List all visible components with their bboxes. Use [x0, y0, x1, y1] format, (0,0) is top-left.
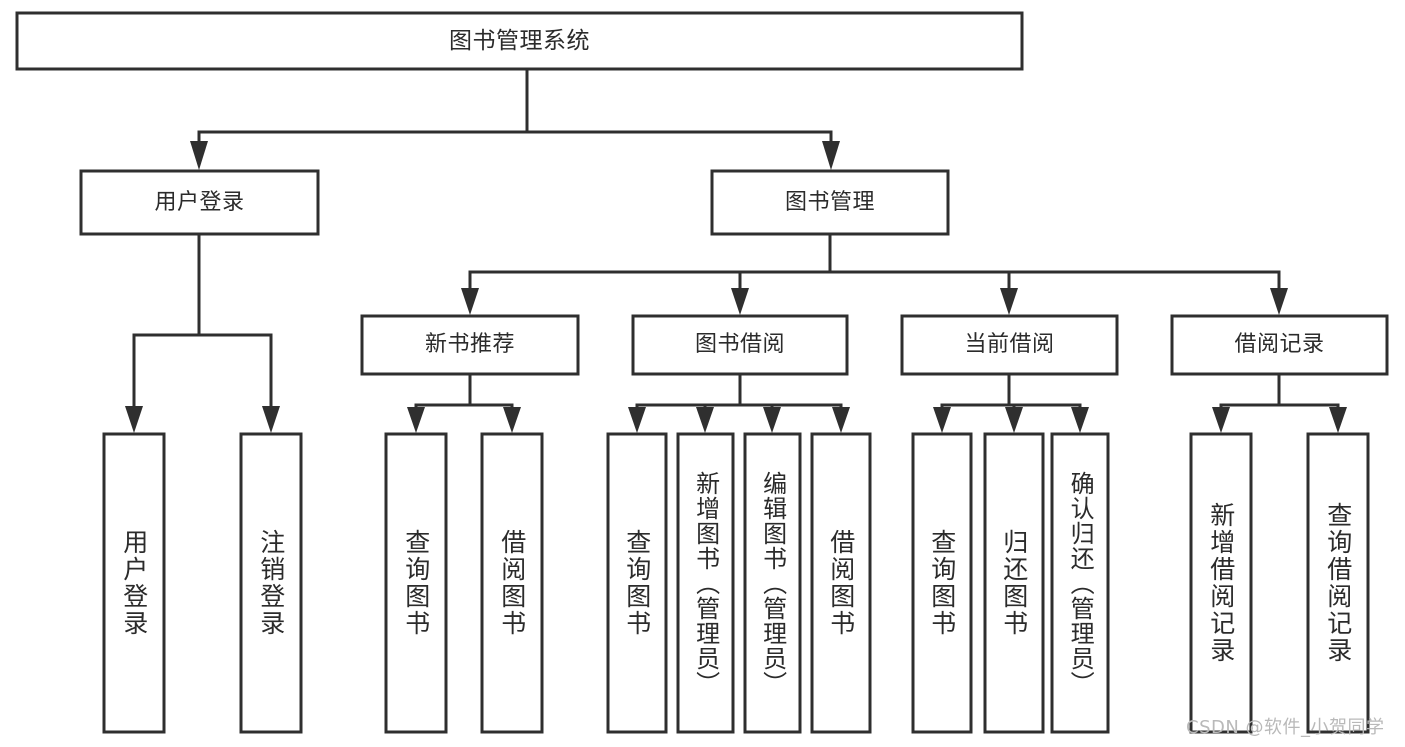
arrow-to-leaf-return-book [1005, 407, 1023, 433]
arrow-to-leaf-user-login [125, 406, 143, 433]
arrow-to-leaf-borrow-book-2 [832, 407, 850, 433]
arrow-to-user-login [190, 141, 208, 170]
arrow-to-new-book-recommend [461, 288, 479, 315]
node-box-book-management[interactable] [710, 169, 950, 236]
node-box-leaf-query-record[interactable] [1306, 432, 1370, 734]
node-box-leaf-borrow-book-2[interactable] [810, 432, 872, 734]
arrow-to-leaf-query-book-3 [933, 407, 951, 433]
node-box-leaf-query-book-3[interactable] [911, 432, 973, 734]
csdn-watermark: CSDN @软件_小贺同学 [1186, 717, 1385, 738]
node-box-leaf-edit-book[interactable] [743, 432, 802, 734]
node-box-leaf-query-book-2[interactable] [606, 432, 668, 734]
node-box-leaf-add-book[interactable] [676, 432, 735, 734]
arrow-to-leaf-user-logout [262, 406, 280, 433]
node-box-leaf-user-login[interactable] [102, 432, 166, 734]
node-box-leaf-confirm-return[interactable] [1050, 432, 1110, 734]
node-box-borrow-record[interactable] [1170, 314, 1389, 376]
node-box-leaf-borrow-book-1[interactable] [480, 432, 544, 734]
arrow-to-leaf-borrow-book-1 [503, 407, 521, 433]
node-box-root[interactable] [15, 11, 1024, 71]
arrow-to-leaf-edit-book [763, 407, 781, 433]
arrow-to-leaf-confirm-return [1071, 407, 1089, 433]
node-box-book-borrow[interactable] [631, 314, 849, 376]
arrow-to-leaf-add-book [696, 407, 714, 433]
arrow-to-leaf-query-record [1329, 407, 1347, 433]
node-box-leaf-query-book-1[interactable] [384, 432, 448, 734]
arrow-to-leaf-query-book-1 [407, 407, 425, 433]
arrow-to-leaf-query-book-2 [628, 407, 646, 433]
node-box-new-book-recommend[interactable] [360, 314, 580, 376]
arrow-to-current-borrow [1000, 288, 1018, 315]
node-box-leaf-return-book[interactable] [983, 432, 1045, 734]
arrow-to-leaf-add-record [1212, 407, 1230, 433]
node-box-leaf-user-logout[interactable] [239, 432, 303, 734]
arrow-to-book-borrow [731, 288, 749, 315]
node-box-current-borrow[interactable] [900, 314, 1119, 376]
arrow-to-book-management [822, 141, 840, 170]
node-box-user-login[interactable] [79, 169, 320, 236]
arrow-to-borrow-record [1270, 288, 1288, 315]
node-box-leaf-add-record[interactable] [1189, 432, 1253, 734]
